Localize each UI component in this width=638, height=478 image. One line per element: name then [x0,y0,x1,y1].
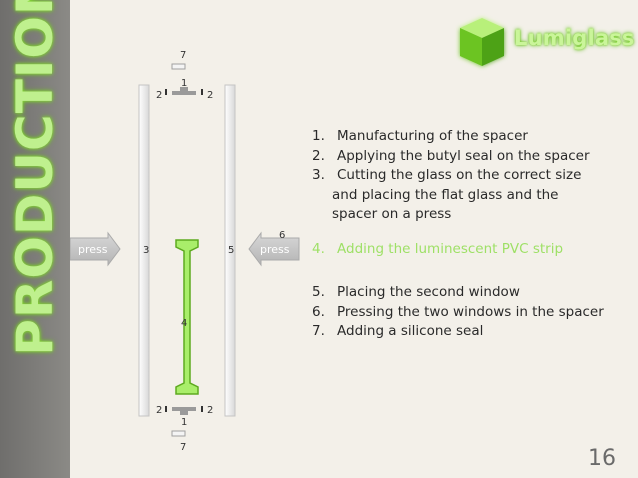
luminescent-pvc-strip [175,239,199,395]
step-list-part-2: 5.Placing the second window 6.Pressing t… [312,283,604,342]
top-silicone-seal [171,63,186,70]
bottom-silicone-seal [171,430,186,437]
press-right-arrow: press [248,231,300,267]
label-top-7: 7 [180,50,186,61]
label-bottom-1: 1 [181,417,187,428]
list-item: 7.Adding a silicone seal [312,323,484,339]
list-item: 5.Placing the second window [312,284,520,300]
bottom-butyl-seal-left [165,406,167,412]
label-top-2-right: 2 [207,90,213,101]
label-6: 6 [279,230,285,241]
list-item: 6.Pressing the two windows in the spacer [312,303,604,320]
label-bottom-2-left: 2 [156,405,162,416]
logo: Lumiglass [454,10,634,74]
label-top-2-left: 2 [156,90,162,101]
list-item: 3.Cutting the glass on the correct size … [312,167,582,222]
logo-text: Lumiglass [514,26,635,50]
label-top-1: 1 [181,78,187,89]
list-item: 2.Applying the butyl seal on the spacer [312,147,590,164]
label-4: 4 [181,318,187,329]
press-right-label: press [260,243,290,256]
step-list-highlighted: 4.Adding the luminescent PVC strip [312,240,563,260]
top-butyl-seal-right [201,89,203,95]
label-5: 5 [228,245,234,256]
list-item: 4.Adding the luminescent PVC strip [312,241,564,257]
top-spacer [172,87,196,95]
top-butyl-seal-left [165,89,167,95]
right-glass-pane [224,84,236,417]
press-left-label: press [78,243,108,256]
spacer-diagram: press press 7 1 2 2 3 4 5 6 2 2 1 7 [70,50,300,453]
sidebar-panel: PRODUCTION [0,0,70,478]
label-bottom-7: 7 [180,442,186,453]
list-item: 1.Manufacturing of the spacer [312,128,528,144]
bottom-spacer [172,407,196,415]
page-number: 16 [588,446,616,471]
bottom-butyl-seal-right [201,406,203,412]
left-glass-pane [138,84,150,417]
label-bottom-2-right: 2 [207,405,213,416]
step-list-part-1: 1.Manufacturing of the spacer 2.Applying… [312,127,590,225]
press-left-arrow: press [70,231,121,267]
green-cube-icon [460,18,504,66]
sidebar-title: PRODUCTION [6,0,64,356]
label-3: 3 [143,245,149,256]
